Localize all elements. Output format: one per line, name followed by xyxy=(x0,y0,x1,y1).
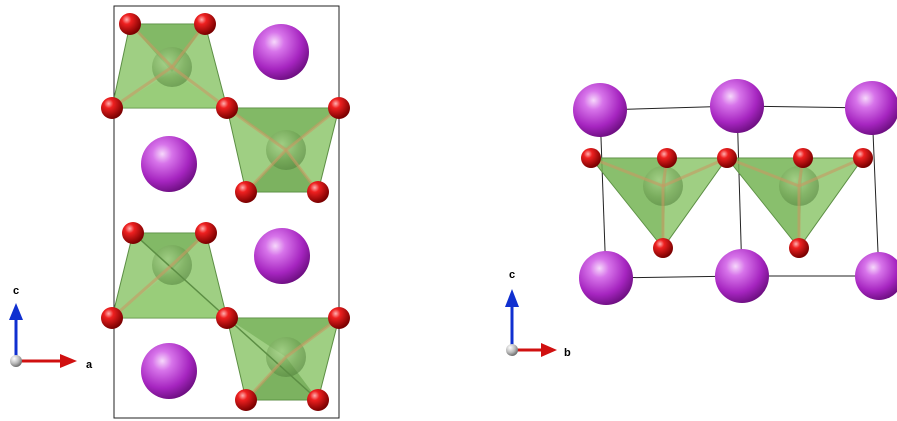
oxygen-atom xyxy=(216,307,238,329)
axis-label-vertical: c xyxy=(13,285,19,297)
axis-indicator: c b xyxy=(505,269,571,359)
cation-atom xyxy=(715,249,769,303)
right-view: c b xyxy=(505,79,897,359)
oxygen-atom xyxy=(717,148,737,168)
tetrahedron xyxy=(111,22,228,110)
cation-atom xyxy=(855,252,897,300)
cation-atom xyxy=(254,228,310,284)
cation-atom xyxy=(573,83,627,137)
oxygen-atom xyxy=(195,222,217,244)
oxygen-atom xyxy=(853,148,873,168)
origin-sphere xyxy=(10,355,22,367)
oxygen-atom xyxy=(101,97,123,119)
oxygen-atom xyxy=(653,238,673,258)
oxygen-atom xyxy=(235,181,257,203)
axis-label-vertical: c xyxy=(509,269,515,281)
oxygen-atom xyxy=(793,148,813,168)
oxygen-atom xyxy=(657,148,677,168)
left-view: c a xyxy=(9,5,350,419)
oxygen-atom xyxy=(122,222,144,244)
oxygen-atom xyxy=(235,389,257,411)
oxygen-atom xyxy=(307,389,329,411)
oxygen-atom xyxy=(307,181,329,203)
oxygen-atom xyxy=(581,148,601,168)
unit-cell-outline xyxy=(113,5,340,419)
tetrahedron xyxy=(111,231,228,320)
axis-indicator: c a xyxy=(9,285,93,371)
oxygen-atom xyxy=(328,307,350,329)
cation-atom xyxy=(710,79,764,133)
origin-sphere xyxy=(506,344,518,356)
tetrahedron xyxy=(226,316,340,402)
tetrahedron xyxy=(725,156,864,249)
oxygen-atom xyxy=(101,307,123,329)
cation-atom xyxy=(253,24,309,80)
tetrahedron xyxy=(589,156,728,249)
tetrahedron xyxy=(226,106,340,194)
oxygen-atom xyxy=(119,13,141,35)
cation-atom xyxy=(845,81,897,135)
cation-atom xyxy=(141,343,197,399)
oxygen-atom xyxy=(328,97,350,119)
axis-label-horizontal: a xyxy=(86,359,93,371)
oxygen-atom xyxy=(789,238,809,258)
cation-atom xyxy=(579,251,633,305)
cation-atom xyxy=(141,136,197,192)
axis-label-horizontal: b xyxy=(564,347,571,359)
oxygen-atom xyxy=(194,13,216,35)
oxygen-atom xyxy=(216,97,238,119)
